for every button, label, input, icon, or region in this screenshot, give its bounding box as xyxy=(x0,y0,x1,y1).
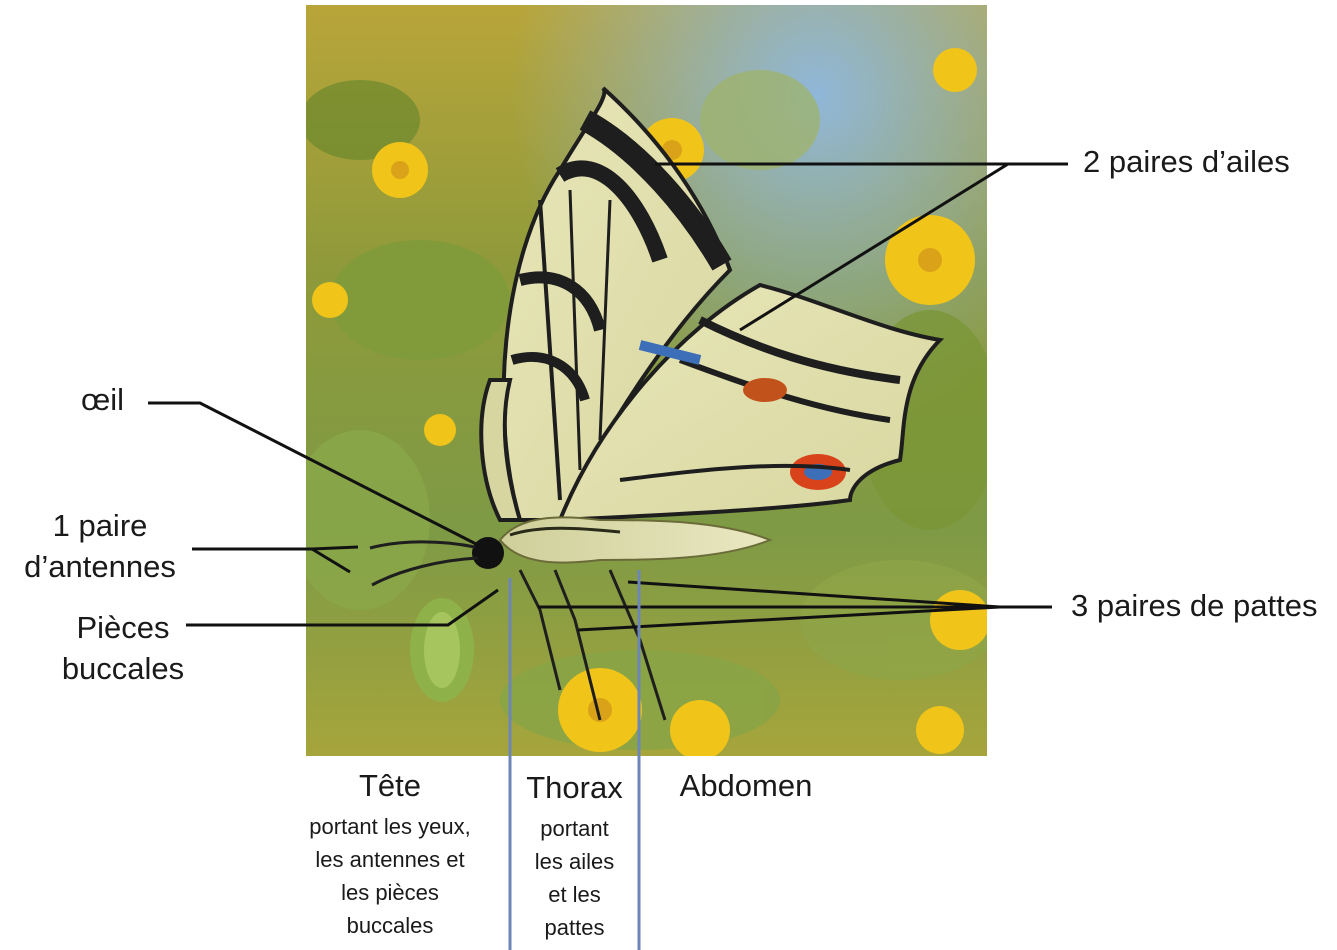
legs-label: 3 paires de pattes xyxy=(1071,586,1317,627)
thorax-desc-line: et les xyxy=(512,878,637,911)
abdomen-segment-title: Abdomen xyxy=(666,768,826,804)
head-segment-title: Tête xyxy=(300,768,480,804)
head-desc-line: les pièces xyxy=(290,876,490,909)
head-desc-line: les antennes et xyxy=(290,843,490,876)
antennae-label-line2: d’antennes xyxy=(14,547,186,588)
butterfly-photo xyxy=(290,5,1000,760)
wings-label: 2 paires d’ailes xyxy=(1083,142,1290,183)
mouthparts-label-line2: buccales xyxy=(50,649,196,690)
thorax-desc-line: les ailes xyxy=(512,845,637,878)
head-desc-line: portant les yeux, xyxy=(290,810,490,843)
mouthparts-label-line1: Pièces xyxy=(50,608,196,649)
mouthparts-label: Pièces buccales xyxy=(50,608,196,690)
thorax-segment-title: Thorax xyxy=(512,770,637,806)
antennae-label: 1 paire d’antennes xyxy=(14,506,186,588)
eye-label: œil xyxy=(81,380,124,421)
antennae-label-line1: 1 paire xyxy=(14,506,186,547)
head-segment-description: portant les yeux, les antennes et les pi… xyxy=(290,810,490,942)
thorax-segment-description: portant les ailes et les pattes xyxy=(512,812,637,944)
head-desc-line: buccales xyxy=(290,909,490,942)
thorax-desc-line: pattes xyxy=(512,911,637,944)
thorax-desc-line: portant xyxy=(512,812,637,845)
